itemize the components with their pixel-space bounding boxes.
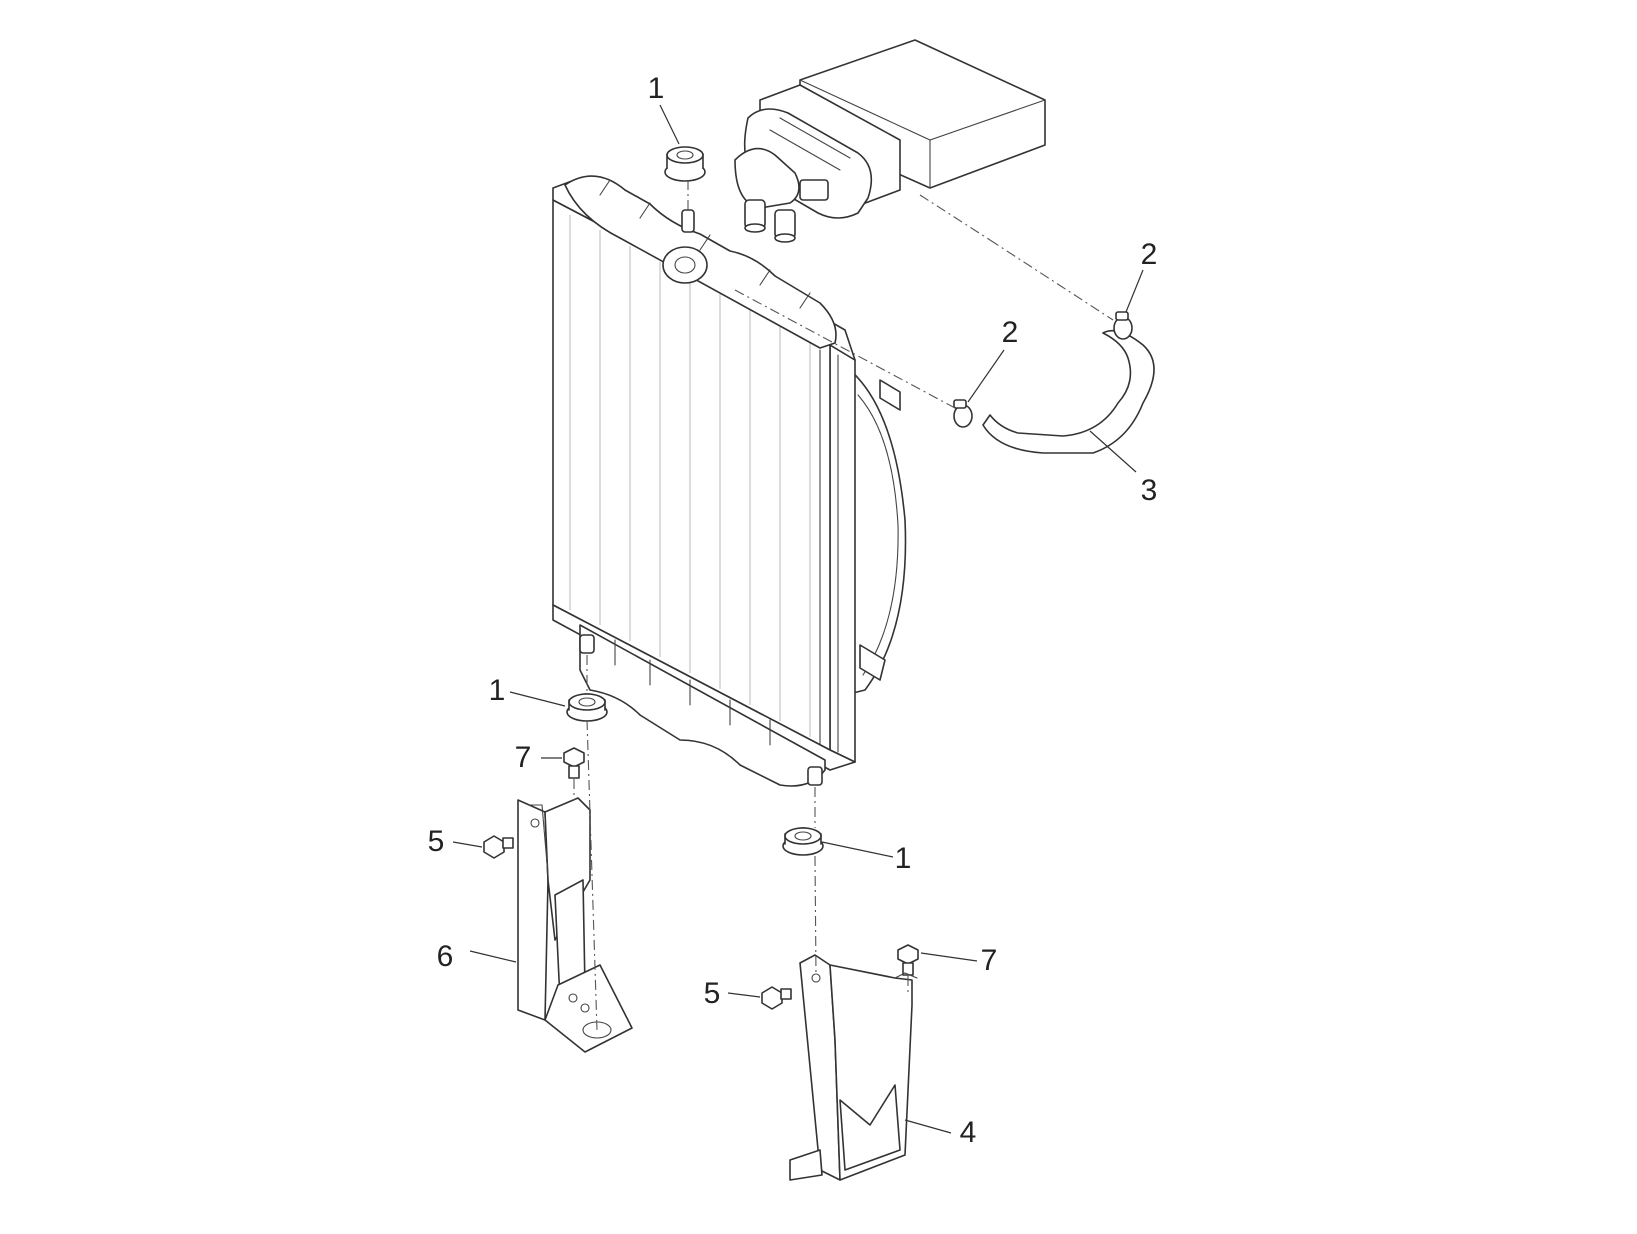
bolt-5-right: [761, 986, 792, 1010]
grommet-top: [664, 146, 706, 182]
callout-5-right: 5: [704, 977, 721, 1010]
callout-labels: 1 2 2 3 1 7 5 1 6 7 5 4: [428, 72, 1158, 1149]
callout-1-top: 1: [648, 72, 665, 105]
assembly-centerlines: [573, 180, 1114, 1031]
callout-7-left: 7: [515, 741, 532, 774]
hose-clamp-upper: [1113, 311, 1133, 340]
radiator-cap: [662, 246, 708, 284]
radiator-bottom-pin-left: [579, 634, 595, 654]
bolt-7-left: [563, 747, 585, 779]
callout-5-left: 5: [428, 825, 445, 858]
radiator-bottom-pin-right: [807, 766, 823, 786]
radiator-core-fins: [569, 215, 811, 737]
callout-1-left: 1: [489, 674, 506, 707]
bracket-left: [517, 797, 633, 1053]
callout-6-bracket: 6: [437, 940, 454, 973]
bolt-5-left: [483, 835, 514, 859]
fan-shroud: [844, 364, 907, 696]
callout-7-right: 7: [981, 944, 998, 977]
grommet-left: [566, 693, 608, 722]
leader-lines: [452, 104, 1144, 1134]
callout-2-lower-clamp: 2: [1002, 316, 1019, 349]
callout-3-hose: 3: [1141, 474, 1158, 507]
grommet-right: [782, 827, 824, 856]
radiator: [552, 175, 856, 787]
bolt-7-right: [897, 944, 919, 976]
radiator-top-pin: [681, 209, 695, 233]
bracket-right: [789, 954, 918, 1181]
hose-clamp-lower: [953, 399, 973, 428]
heater-core-assembly: [734, 39, 1046, 243]
callout-4-bracket: 4: [960, 1116, 977, 1149]
callout-2-upper-clamp: 2: [1141, 238, 1158, 271]
callout-1-right: 1: [895, 842, 912, 875]
coolant-hose: [982, 329, 1155, 454]
